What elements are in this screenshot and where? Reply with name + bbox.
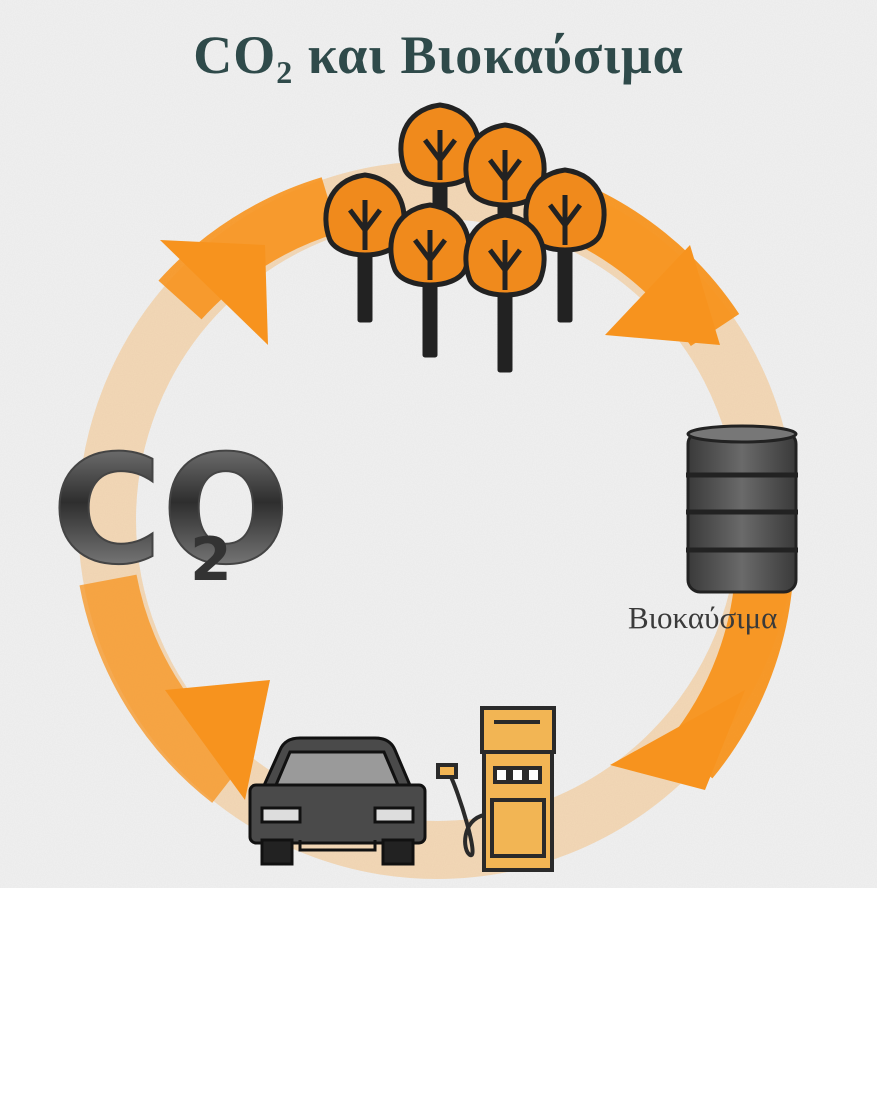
title-subscript: 2 — [276, 54, 294, 90]
arrow-head-bottom-right — [610, 690, 745, 790]
arrow-head-top-left — [160, 240, 268, 345]
oil-barrel-icon — [686, 424, 798, 594]
co2-icon: CO 2 — [51, 423, 291, 599]
page-title: CO2 και Βιοκαύσιμα — [0, 24, 877, 91]
car-icon — [248, 736, 427, 866]
carbon-cycle-diagram: CO 2 — [0, 0, 877, 888]
fuel-pump-icon — [436, 706, 556, 872]
biofuel-label: Βιοκαύσιμα — [628, 600, 778, 635]
title-suffix: και Βιοκαύσιμα — [293, 25, 684, 85]
arrow-head-top-right — [605, 245, 720, 345]
arrow-head-bottom-left — [165, 680, 270, 800]
trees-icon — [323, 102, 607, 373]
title-prefix: CO — [193, 25, 277, 85]
co2-text: CO — [52, 424, 290, 598]
co2-subscript: 2 — [190, 525, 232, 595]
